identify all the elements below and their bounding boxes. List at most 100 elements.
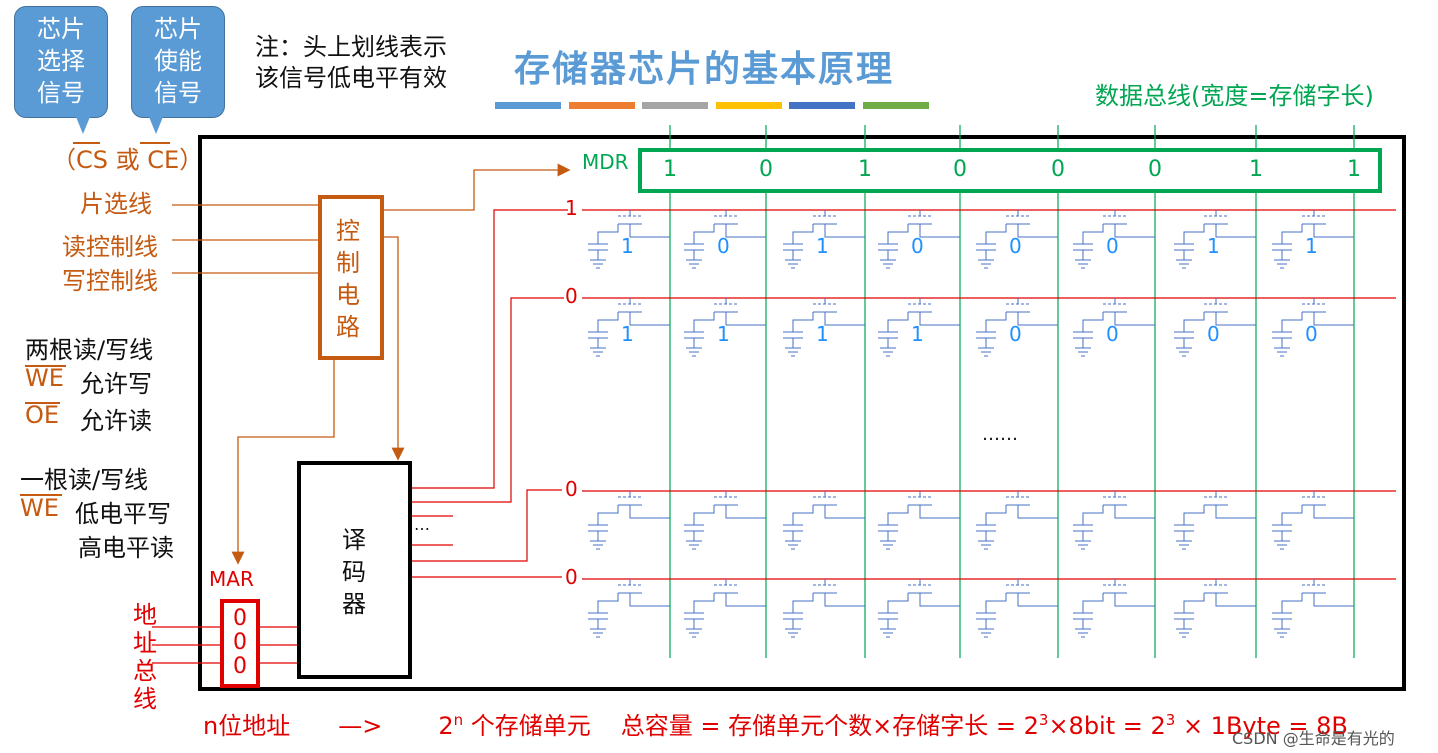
color-bar <box>789 102 855 109</box>
mar-box <box>220 599 260 688</box>
cell-value: 0 <box>1009 322 1022 346</box>
word-line-label: 1 <box>565 196 578 220</box>
count-exp: n <box>453 711 464 729</box>
mdr-box <box>638 148 1382 193</box>
chip-enable-bubble: 芯片 使能 信号 <box>131 6 225 118</box>
decoder-dots: … <box>414 515 430 534</box>
count-text: 个存储单元 <box>463 712 591 740</box>
memory-cell <box>684 579 766 638</box>
mdr-label: MDR <box>582 150 629 174</box>
or-text: 或 <box>108 146 148 174</box>
memory-cell <box>976 298 1058 357</box>
oe-allow-read: 允许读 <box>80 407 152 435</box>
count-base: 2 <box>438 712 454 740</box>
memory-cell <box>878 210 960 269</box>
capacity-exp-1: 3 <box>1038 711 1049 729</box>
memory-cell <box>976 491 1058 550</box>
memory-cell <box>1073 491 1155 550</box>
memory-cell <box>1073 579 1155 638</box>
we-allow-write: 允许写 <box>80 370 152 398</box>
arrow-text: —> <box>338 712 383 740</box>
capacity-pre: 总容量 = 存储单元个数×存储字长 = 2 <box>620 712 1039 740</box>
decoder-box <box>297 461 412 679</box>
memory-cell <box>976 579 1058 638</box>
cell-value: 1 <box>1207 234 1220 258</box>
word-line-label: 0 <box>565 477 578 501</box>
bottom-formula: n位地址 —> 2n 个存储单元 总容量 = 存储单元个数×存储字长 = 23×8bi… <box>203 706 1348 741</box>
cell-value: 1 <box>1305 234 1318 258</box>
memory-cell <box>1174 491 1256 550</box>
chip-select-bubble-text: 芯片 选择 信号 <box>37 15 85 107</box>
cs-signal: CS <box>76 146 108 174</box>
chip-select-line-label: 片选线 <box>80 190 152 218</box>
chip-enable-bubble-text: 芯片 使能 信号 <box>154 15 202 107</box>
memory-cell <box>588 298 670 357</box>
cell-value: 1 <box>621 234 634 258</box>
color-bar <box>642 102 708 109</box>
memory-cell <box>1272 298 1354 357</box>
memory-cell <box>1174 210 1256 269</box>
page-title: 存储器芯片的基本原理 <box>514 49 895 90</box>
address-bus-char: 址 <box>133 629 157 657</box>
memory-cell <box>783 210 865 269</box>
memory-cell <box>783 491 865 550</box>
paren-open: （ <box>52 146 76 174</box>
capacity-post: × 1Byte = 8B <box>1175 712 1348 740</box>
capacity-mid: ×8bit = 2 <box>1048 712 1166 740</box>
memory-cell <box>878 491 960 550</box>
color-bar <box>495 102 561 109</box>
two-rw-lines-heading: 两根读/写线 <box>25 336 154 364</box>
high-level-read: 高电平读 <box>78 534 174 562</box>
mar-bit: 0 <box>233 630 247 655</box>
memory-cell <box>684 210 766 269</box>
mdr-bit: 1 <box>663 157 677 182</box>
mdr-bit: 0 <box>1148 157 1162 182</box>
memory-cell <box>588 579 670 638</box>
oe-signal: OE <box>25 401 60 429</box>
memory-cell <box>1174 579 1256 638</box>
data-bus-label: 数据总线(宽度=存储字长) <box>1095 82 1374 110</box>
middle-ellipsis: …… <box>982 424 1018 445</box>
mar-bit: 0 <box>233 606 247 631</box>
cell-value: 1 <box>621 322 634 346</box>
read-control-line-label: 读控制线 <box>62 233 158 261</box>
memory-cell <box>1174 298 1256 357</box>
memory-cell <box>684 298 766 357</box>
mdr-bit: 1 <box>1249 157 1263 182</box>
low-level-write: 低电平写 <box>75 500 171 528</box>
memory-cell <box>1272 210 1354 269</box>
memory-cell <box>588 491 670 550</box>
color-bar <box>715 102 782 109</box>
mdr-bit: 0 <box>1051 157 1065 182</box>
cell-value: 1 <box>717 322 730 346</box>
mar-bit: 0 <box>233 654 247 679</box>
address-bus-char: 地 <box>133 601 157 629</box>
memory-cell <box>1272 491 1354 550</box>
watermark: CSDN @生命是有光的 <box>1232 729 1395 748</box>
mar-label: MAR <box>209 567 254 591</box>
mdr-bit: 0 <box>759 157 773 182</box>
n-bit-address: n位地址 <box>203 712 291 740</box>
cell-value: 1 <box>816 322 829 346</box>
bubble-tail <box>74 112 92 134</box>
cell-value: 0 <box>717 234 730 258</box>
cell-value: 0 <box>1207 322 1220 346</box>
mdr-bit: 1 <box>1347 157 1361 182</box>
cell-value: 0 <box>1106 322 1119 346</box>
cell-value: 0 <box>911 234 924 258</box>
chip-select-bubble: 芯片 选择 信号 <box>14 6 108 118</box>
memory-cell <box>878 298 960 357</box>
color-bar <box>862 102 929 109</box>
control-circuit-label: 控 制 电 路 <box>336 217 360 341</box>
write-control-line-label: 写控制线 <box>62 267 158 295</box>
cs-ce-label: （CS 或 CE） <box>52 140 203 175</box>
memory-cell <box>783 579 865 638</box>
memory-cell <box>1272 579 1354 638</box>
bubble-tail <box>147 112 165 134</box>
mdr-bit: 1 <box>858 157 872 182</box>
paren-close: ） <box>179 146 204 174</box>
we-signal-single: WE <box>20 494 59 522</box>
color-bar <box>568 102 635 109</box>
word-line-label: 0 <box>565 565 578 589</box>
